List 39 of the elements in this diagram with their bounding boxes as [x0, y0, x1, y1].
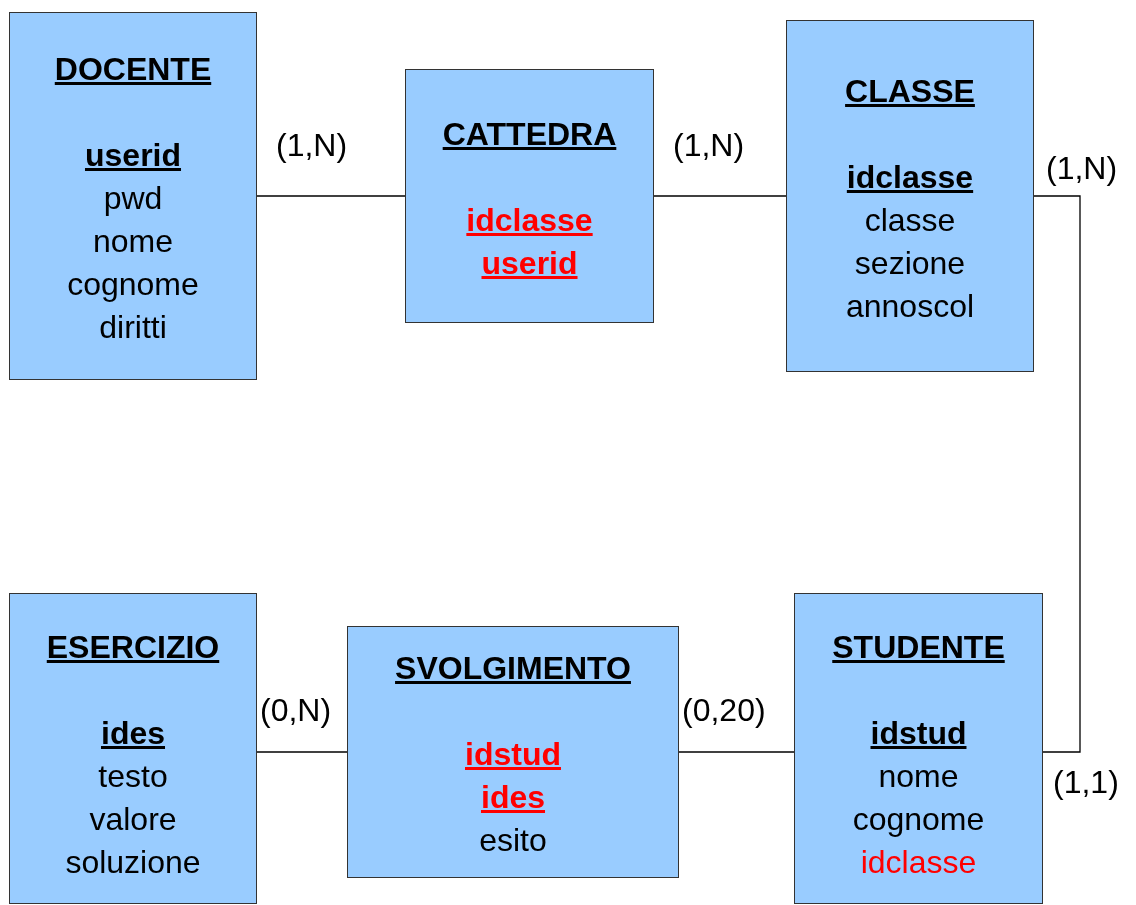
- entity-name: ESERCIZIO: [46, 628, 220, 667]
- key-attribute: userid: [85, 136, 181, 175]
- key-attribute: idstud: [465, 735, 561, 774]
- key-attribute: idclasse: [846, 158, 974, 197]
- relationship-line: [1033, 195, 1081, 753]
- entity-box: [786, 20, 1034, 372]
- attribute: testo: [98, 757, 168, 796]
- relationship-line: [653, 195, 787, 197]
- entity-name: SVOLGIMENTO: [395, 649, 631, 688]
- relationship-line: [678, 751, 795, 753]
- entity-box: [794, 593, 1043, 904]
- entity-name: CATTEDRA: [442, 115, 617, 154]
- entity-box: [9, 12, 257, 380]
- attribute: soluzione: [65, 843, 201, 882]
- key-attribute: userid: [481, 244, 578, 283]
- key-attribute: idstud: [870, 714, 967, 753]
- attribute: valore: [89, 800, 177, 839]
- entity-name: STUDENTE: [832, 628, 1005, 667]
- relationship-line: [256, 195, 406, 197]
- entity-box: [9, 593, 257, 904]
- attribute: nome: [92, 222, 173, 261]
- key-attribute: ides: [481, 778, 545, 817]
- attribute: cognome: [67, 265, 199, 304]
- key-attribute: ides: [101, 714, 165, 753]
- attribute: cognome: [852, 800, 985, 839]
- entity-name: DOCENTE: [54, 50, 212, 89]
- relationship-line: [256, 751, 348, 753]
- attribute: classe: [864, 201, 956, 240]
- entity-box: [347, 626, 679, 878]
- entity-box: [405, 69, 654, 323]
- attribute: sezione: [854, 244, 966, 283]
- attribute: annoscol: [845, 287, 975, 326]
- attribute: pwd: [103, 179, 163, 218]
- foreign-key-attribute: idclasse: [860, 843, 977, 882]
- attribute: esito: [479, 821, 547, 860]
- entity-name: CLASSE: [845, 72, 975, 111]
- attribute: nome: [878, 757, 959, 796]
- attribute: diritti: [99, 308, 167, 347]
- key-attribute: idclasse: [466, 201, 593, 240]
